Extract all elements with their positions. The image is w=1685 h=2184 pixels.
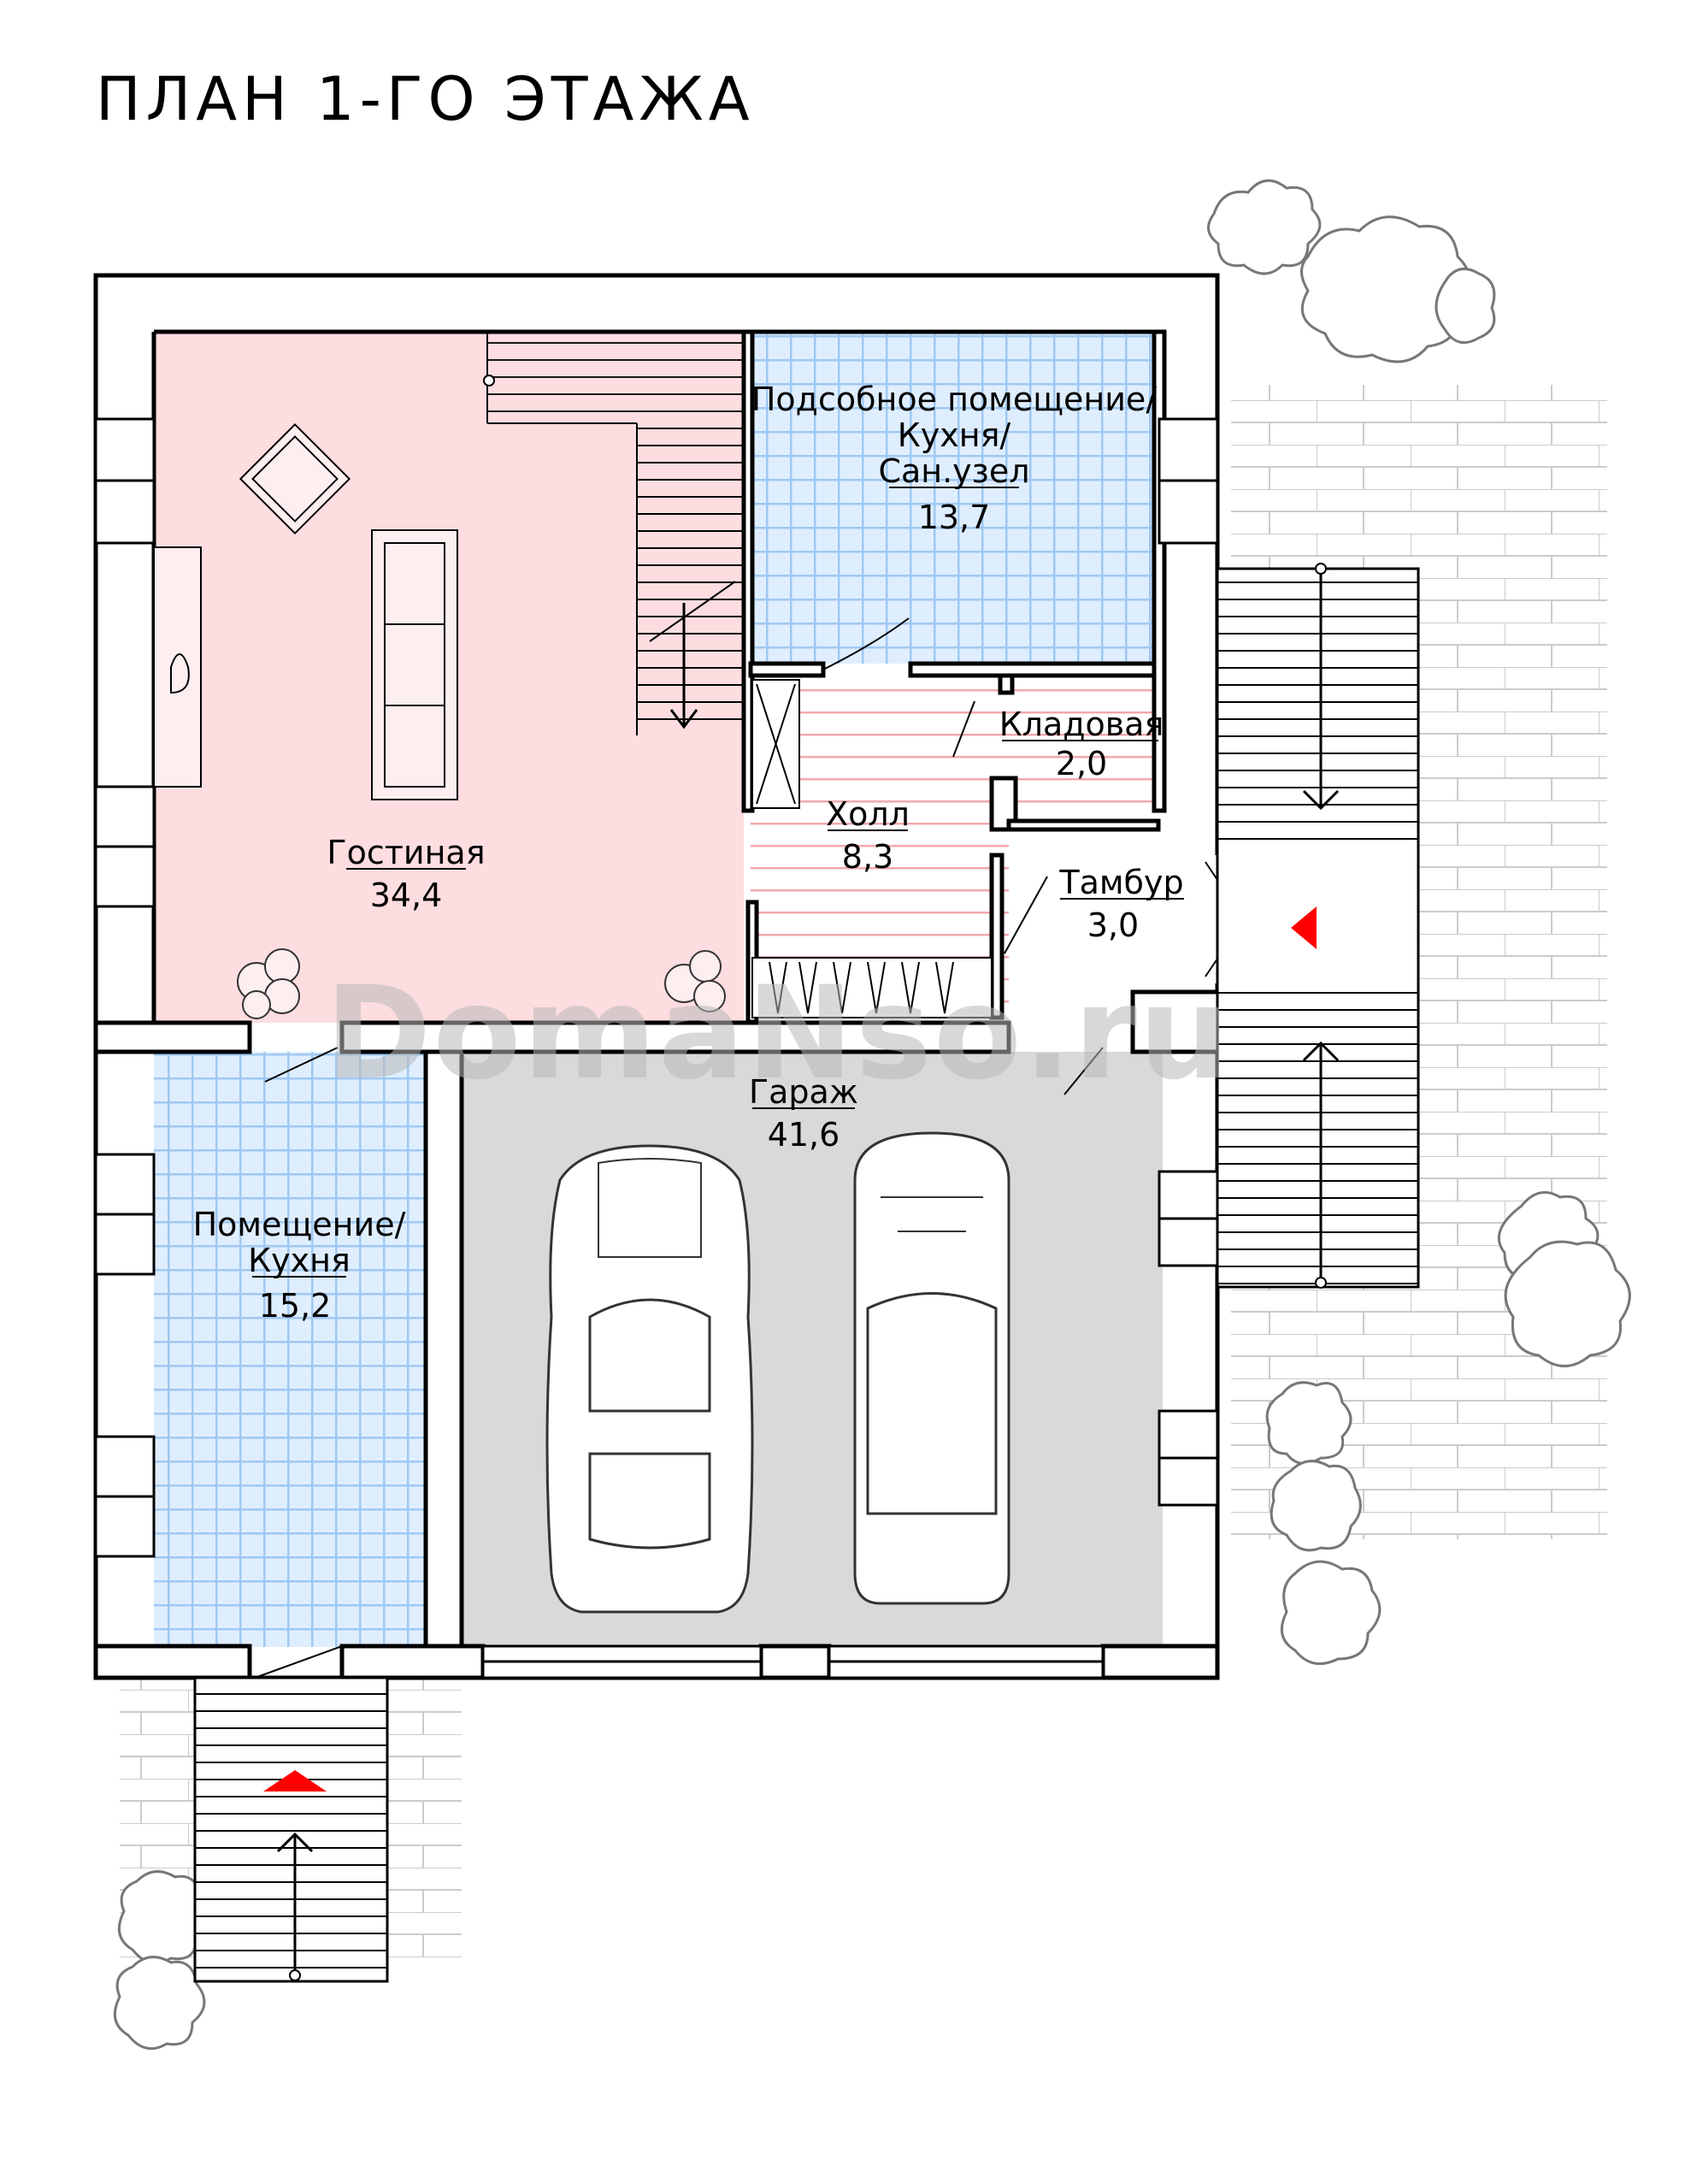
armchair-icon <box>239 422 351 535</box>
room-label-pantry: Кладовая 2,0 <box>999 705 1164 782</box>
stair-arrow-icon <box>276 1832 314 1975</box>
entrance-arrow-icon <box>1291 906 1317 949</box>
sofa-icon <box>371 529 458 800</box>
room-area: 3,0 <box>1087 906 1139 944</box>
kitchen-room-floor <box>154 1052 426 1647</box>
room-name: Кладовая <box>999 705 1164 743</box>
room-label-living: Гостиная 34,4 <box>327 834 485 914</box>
entrance-arrow-icon <box>263 1770 327 1791</box>
room-area: 8,3 <box>842 838 893 876</box>
room-area: 15,2 <box>259 1287 332 1325</box>
car-icon <box>598 1158 983 1258</box>
stair-arrow-icon <box>669 603 698 729</box>
room-label-garage: Гараж 41,6 <box>749 1073 858 1154</box>
room-name: Гараж <box>749 1073 858 1111</box>
exterior-stair-right <box>1216 563 1420 1289</box>
room-area: 34,4 <box>370 877 443 914</box>
room-name: Кухня <box>248 1242 351 1279</box>
watermark: DomaNso.ru <box>325 959 1232 1108</box>
room-name: Помещение/ <box>193 1206 406 1243</box>
room-area: 41,6 <box>768 1116 840 1154</box>
car-icon <box>545 1131 1010 1614</box>
room-name: Холл <box>826 795 910 833</box>
room-area: 13,7 <box>918 499 991 536</box>
room-area: 2,0 <box>1056 745 1107 782</box>
page-title: ПЛАН 1-ГО ЭТАЖА <box>96 64 755 134</box>
tree-icon <box>113 179 1631 2051</box>
room-name: Подсобное помещение/ <box>751 381 1157 418</box>
room-name: Гостиная <box>327 834 485 871</box>
tv-icon <box>153 546 202 788</box>
wardrobe <box>751 679 993 1018</box>
windows <box>94 417 1219 1679</box>
room-label-kitchen-room: Помещение/ Кухня 15,2 <box>193 1206 406 1325</box>
room-label-vestibule: Тамбур 3,0 <box>1058 864 1184 944</box>
room-label-hall: Холл 8,3 <box>826 795 910 876</box>
room-label-utility: Подсобное помещение/ Кухня/ Сан.узел 13,… <box>751 381 1157 536</box>
plant-icon <box>237 948 726 1019</box>
doors <box>247 617 1246 1681</box>
vestibule-floor <box>1009 821 1154 1018</box>
room-name: Тамбур <box>1058 864 1183 901</box>
room-name: Сан.узел <box>878 452 1029 490</box>
utility-room-floor <box>751 332 1159 664</box>
exterior-stair-bottom <box>193 1676 389 1983</box>
stair-arrow-icon <box>1302 569 1340 1283</box>
room-name: Кухня/ <box>898 416 1011 454</box>
interior-stair <box>483 334 744 735</box>
